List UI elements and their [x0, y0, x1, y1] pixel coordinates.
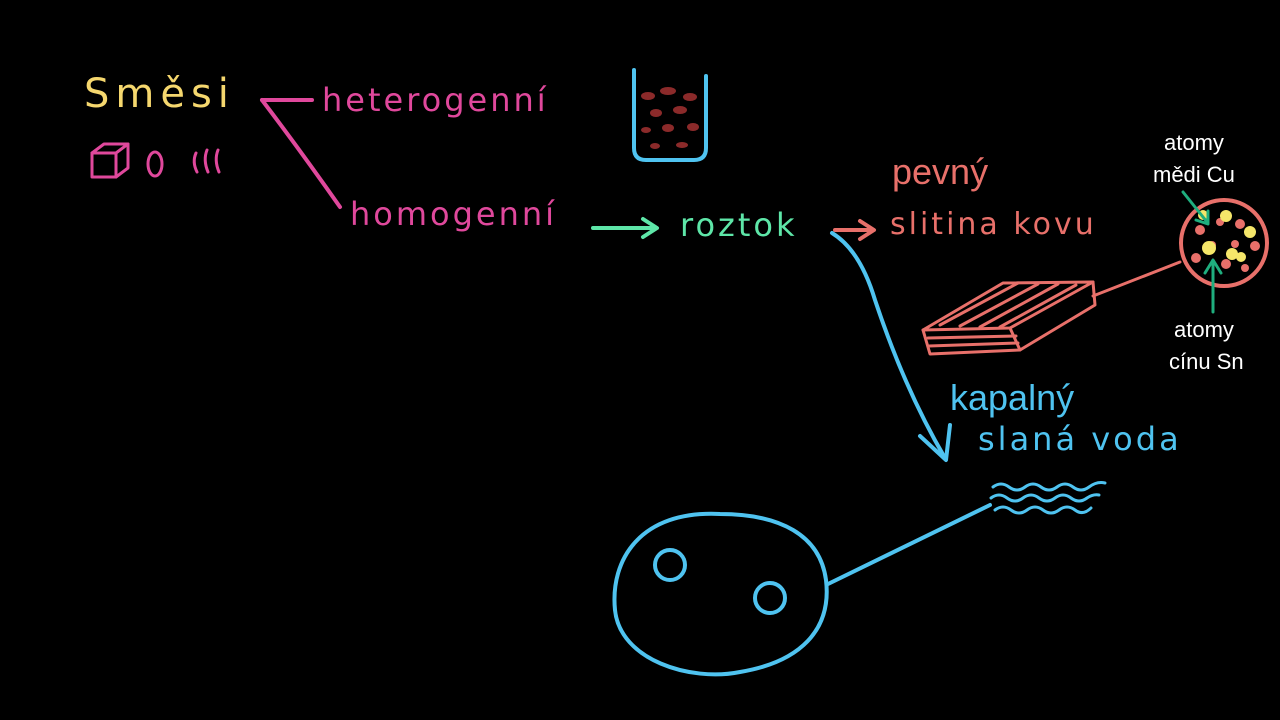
- label-homogeneous: homogenní: [350, 195, 558, 233]
- label-solid: pevný: [892, 151, 989, 192]
- cube-icon: [90, 142, 130, 179]
- label-heterogeneous: heterogenní: [322, 81, 549, 119]
- arrow-solution-to-liquid: [830, 231, 952, 462]
- label-mixtures: Směsi: [84, 71, 235, 117]
- label-liquid: kapalný: [950, 377, 1075, 418]
- metal-bar-icon: [921, 260, 1182, 356]
- label-tin-atoms-line1: atomy: [1174, 317, 1234, 342]
- label-copper-atoms-line2: mědi Cu: [1153, 162, 1235, 187]
- tin-atoms-arrow: [1203, 258, 1223, 314]
- arrow-homogeneous-to-solution: [591, 217, 659, 239]
- mixtures-branch-lines: [260, 98, 342, 209]
- salt-water-circle-icon: [612, 503, 992, 677]
- water-waves-icon: [989, 481, 1107, 515]
- drop-icon: [146, 150, 164, 178]
- atom-circle-icon: [1179, 198, 1269, 288]
- label-alloy: slitina kovu: [890, 207, 1097, 242]
- wavy-lines-icon: [192, 148, 221, 174]
- beaker-icon: [632, 68, 708, 162]
- copper-atoms-arrow: [1181, 190, 1210, 226]
- label-copper-atoms-line1: atomy: [1164, 130, 1224, 155]
- label-tin-atoms-line2: cínu Sn: [1169, 349, 1244, 374]
- arrow-solution-to-solid: [833, 219, 876, 241]
- label-salt-water: slaná voda: [978, 420, 1182, 458]
- label-solution: roztok: [680, 206, 798, 244]
